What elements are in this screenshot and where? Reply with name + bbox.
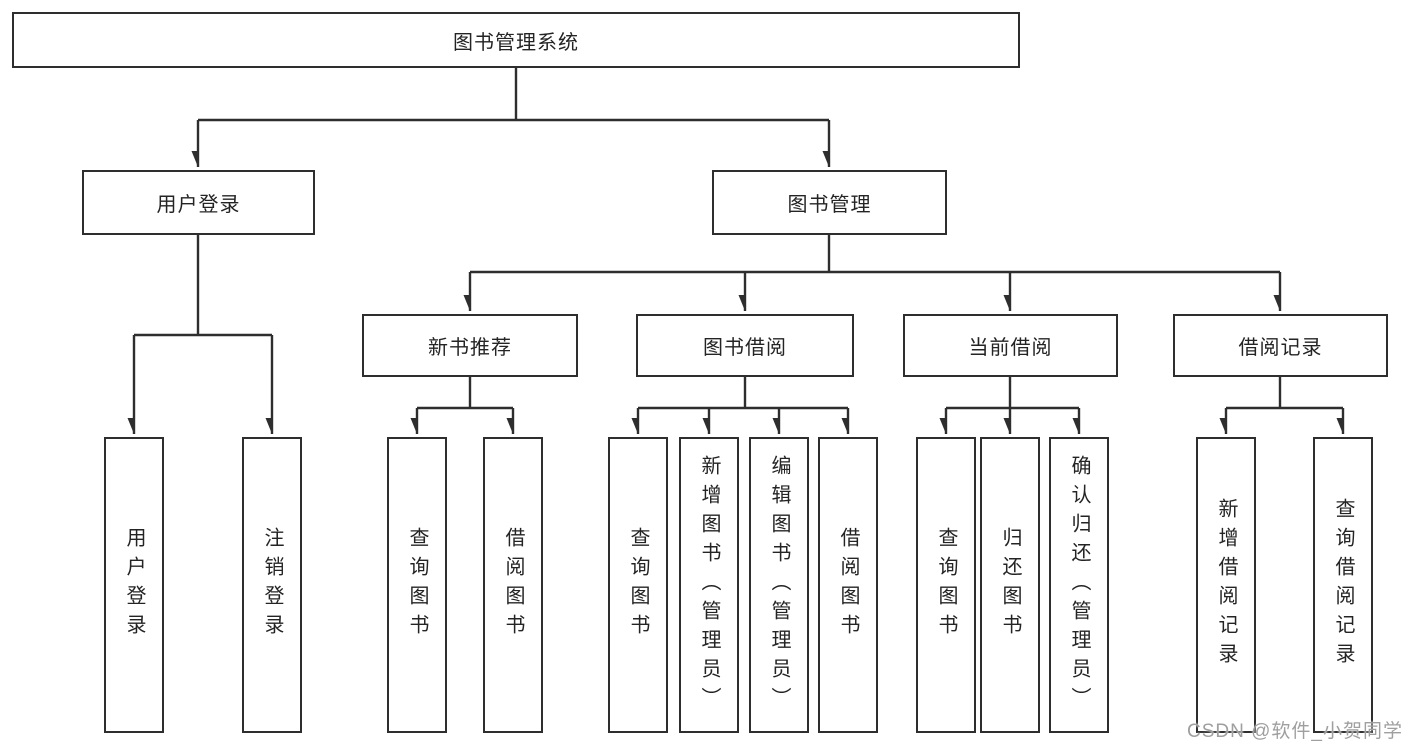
leaf-current-confirm-return-admin: 确认归还（管理员） [1049,437,1109,733]
leaf-records-add-record: 新增借阅记录 [1196,437,1256,733]
node-book-management: 图书管理 [712,170,947,235]
connector-trunks [134,68,1343,410]
node-label: 归还图书 [999,527,1021,643]
leaf-logout: 注销登录 [242,437,302,733]
leaf-borrowing-borrow-books: 借阅图书 [818,437,878,733]
leaf-current-query-books: 查询图书 [916,437,976,733]
leaf-borrowing-edit-books-admin: 编辑图书（管理员） [749,437,809,733]
node-label: 用户登录 [156,194,241,216]
node-label: 查询借阅记录 [1332,498,1354,672]
leaf-current-return-books: 归还图书 [980,437,1040,733]
leaf-recommend-borrow-books: 借阅图书 [483,437,543,733]
leaf-borrowing-query-books: 查询图书 [608,437,668,733]
leaf-borrowing-add-books-admin: 新增图书（管理员） [679,437,739,733]
node-label: 当前借阅 [968,337,1053,359]
leaf-user-login: 用户登录 [104,437,164,733]
node-label: 查询图书 [406,527,428,643]
node-book-management-system: 图书管理系统 [12,12,1020,68]
node-current-borrowing: 当前借阅 [903,314,1118,377]
node-label: 新书推荐 [428,337,512,359]
node-borrowing-records: 借阅记录 [1173,314,1388,377]
node-label: 图书管理系统 [453,31,579,54]
node-label: 查询图书 [935,527,957,643]
node-label: 图书管理 [787,194,872,216]
node-label: 确认归还（管理员） [1068,454,1090,716]
node-label: 借阅记录 [1238,337,1323,359]
node-label: 新增借阅记录 [1215,498,1237,672]
csdn-watermark: CSDN @软件_小贺同学 [1187,721,1403,742]
node-new-book-recommend: 新书推荐 [362,314,578,377]
node-label: 用户登录 [123,527,145,643]
node-user-login: 用户登录 [82,170,315,235]
node-label: 借阅图书 [837,527,859,643]
node-label: 注销登录 [261,527,283,643]
node-label: 编辑图书（管理员） [768,454,790,716]
node-label: 借阅图书 [502,527,524,643]
node-label: 图书借阅 [703,337,787,359]
leaf-records-query-record: 查询借阅记录 [1313,437,1373,733]
node-label: 查询图书 [627,527,649,643]
node-label: 新增图书（管理员） [698,454,720,716]
node-book-borrowing: 图书借阅 [636,314,854,377]
leaf-recommend-query-books: 查询图书 [387,437,447,733]
